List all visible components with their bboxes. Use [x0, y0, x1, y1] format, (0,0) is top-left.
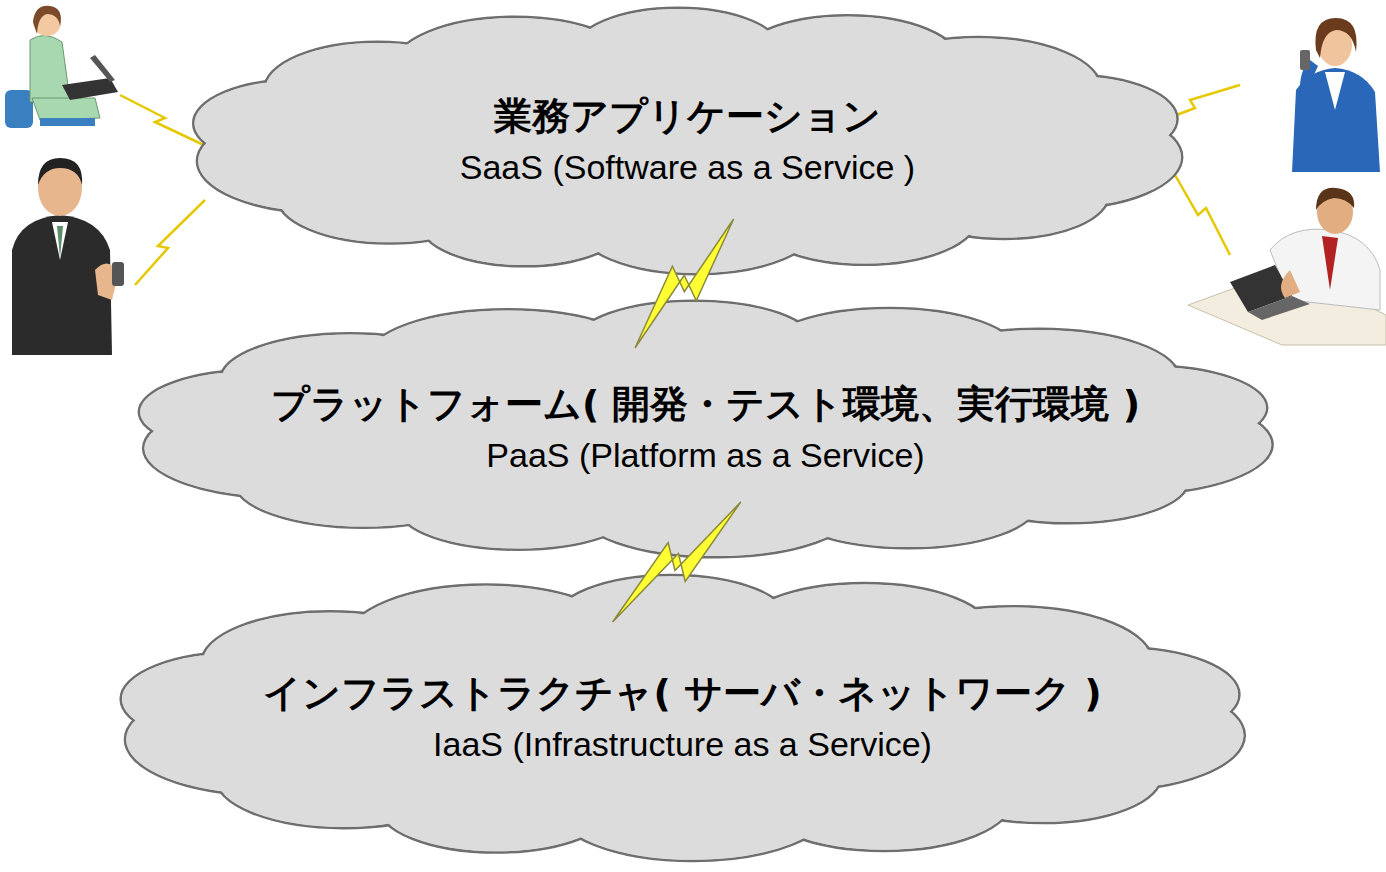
- cloud-shape: [175, 5, 1200, 277]
- service-model-label: SaaS (Software as a Service ): [460, 147, 915, 188]
- layer-heading: 業務アプリケーション: [494, 94, 881, 140]
- cloud-layer: 業務アプリケーション SaaS (Software as a Service ): [175, 5, 1200, 277]
- lightning-connector: [613, 502, 741, 622]
- cloud-shape: [118, 298, 1293, 560]
- service-model-label: IaaS (Infrastructure as a Service): [433, 724, 932, 765]
- signal-bolt: [1175, 175, 1230, 255]
- cloud-shape: [100, 572, 1265, 864]
- service-model-label: PaaS (Platform as a Service): [486, 435, 924, 476]
- lightning-connector: [635, 219, 734, 348]
- user-figure: [1292, 18, 1380, 172]
- user-figure: [12, 158, 124, 355]
- user-figure: [5, 6, 118, 128]
- layer-heading: インフラストラクチャ( サーバ・ネットワーク ): [263, 671, 1101, 717]
- cloud-layer: プラットフォーム( 開発・テスト環境、実行環境 ) PaaS (Platform …: [118, 298, 1293, 560]
- cloud-layer: インフラストラクチャ( サーバ・ネットワーク ) IaaS (Infrastruc…: [100, 572, 1265, 864]
- user-figure: [1188, 188, 1386, 345]
- signal-bolt: [135, 200, 205, 285]
- layer-heading: プラットフォーム( 開発・テスト環境、実行環境 ): [271, 382, 1140, 428]
